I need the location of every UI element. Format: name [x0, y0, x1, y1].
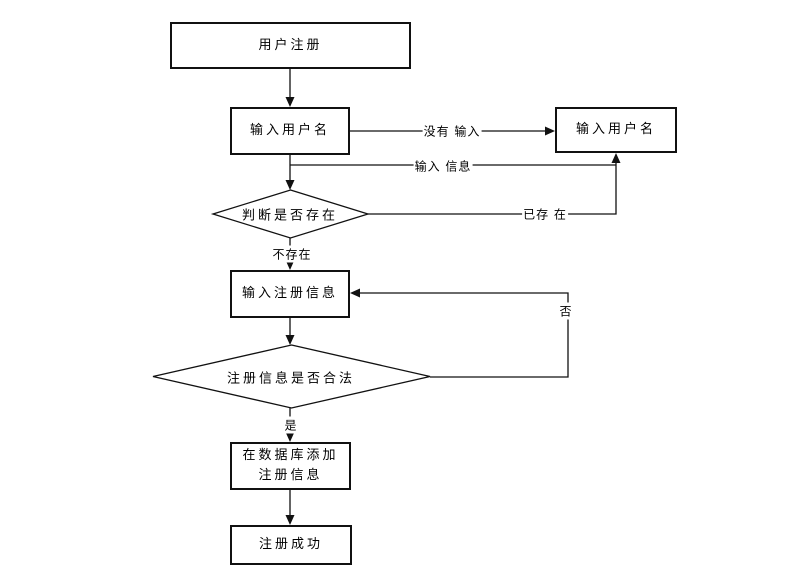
arrowhead-into-reinput-bottom: [611, 153, 621, 163]
node-input-reg-info: 输入注册信息: [230, 270, 350, 318]
node-input-reg-info-label: 输入注册信息: [241, 286, 338, 301]
edge-label-no-input: 没有 输入: [422, 122, 482, 140]
edge-exists-to-reinput: [368, 162, 617, 215]
arrowhead-into-input-reg-info-right: [350, 288, 360, 298]
node-start: 用户注册: [170, 22, 411, 69]
arrowhead-into-success: [285, 515, 295, 525]
edge-label-already-exists: 已存 在: [522, 205, 568, 223]
node-input-username: 输入用户名: [230, 107, 350, 155]
decision-check-valid-shape: [152, 344, 431, 409]
edge-check-valid-no-loop: [359, 292, 569, 378]
edge-label-not-exists: 不存在: [271, 245, 313, 263]
arrowhead-into-input-reg-info-top: [285, 260, 295, 270]
arrowhead-into-check-exists: [285, 180, 295, 190]
node-start-label: 用户注册: [258, 37, 323, 53]
node-check-valid-label: 注册信息是否合法: [226, 371, 356, 387]
node-success: 注册成功: [230, 525, 352, 565]
node-success-label: 注册成功: [258, 537, 323, 552]
edge-label-input-info: 输入 信息: [413, 157, 473, 175]
arrowhead-into-reinput-left: [545, 126, 555, 136]
arrowhead-into-add-db: [285, 432, 295, 442]
arrowhead-into-check-valid: [285, 335, 295, 345]
node-add-to-db-label-line2: 注册信息: [258, 468, 323, 483]
node-input-username-label: 输入用户名: [249, 123, 330, 138]
edge-label-yes: 是: [283, 416, 299, 434]
node-reinput-username: 输入用户名: [555, 107, 677, 153]
arrowhead-into-input-username: [285, 97, 295, 107]
node-add-to-db-label-line1: 在数据库添加: [242, 448, 339, 463]
node-add-to-db: 在数据库添加 注册信息: [230, 442, 351, 490]
edge-label-no: 否: [558, 302, 574, 320]
node-check-exists-label: 判断是否存在: [241, 208, 339, 224]
node-reinput-username-label: 输入用户名: [575, 122, 656, 137]
